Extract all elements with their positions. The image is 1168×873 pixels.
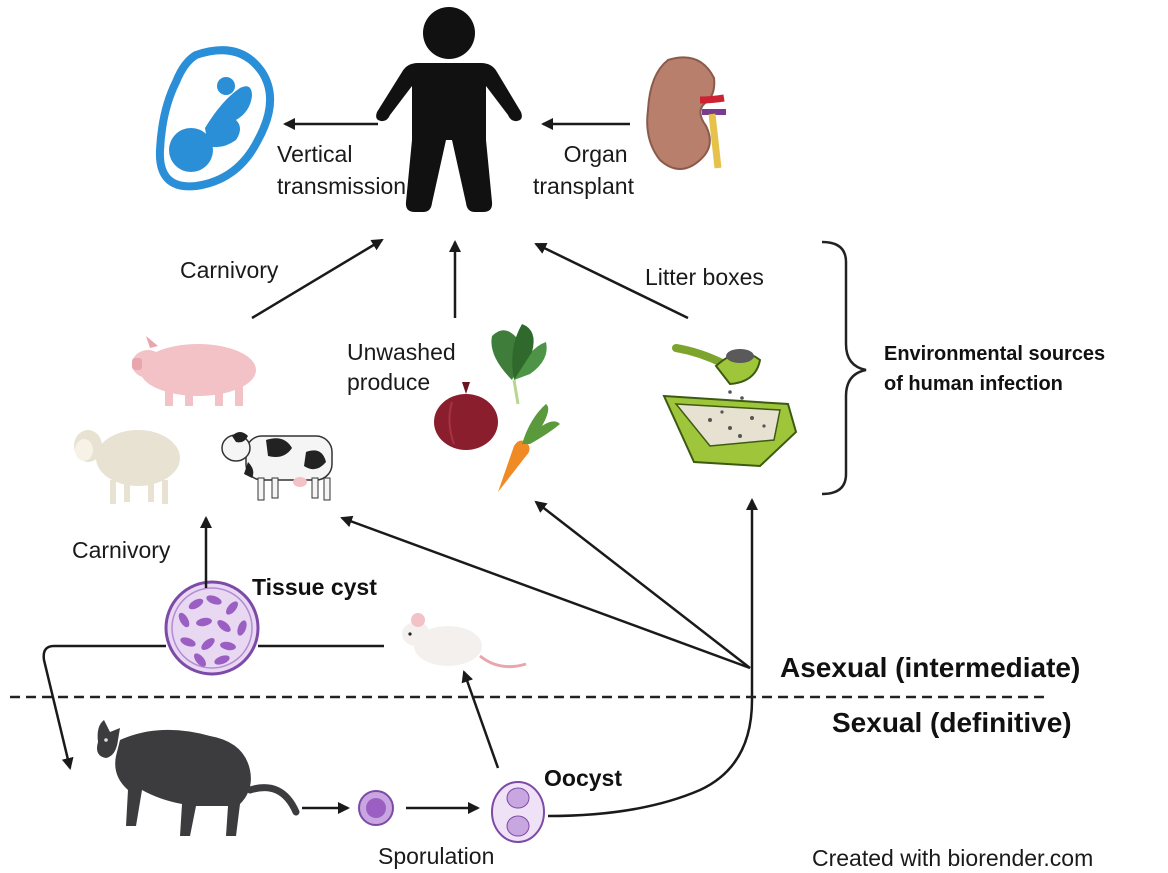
sheep-icon: [74, 430, 180, 504]
sporulation-label: Sporulation: [378, 843, 494, 869]
litter-boxes-label: Litter boxes: [645, 264, 764, 290]
unwashed-produce-label: Unwashed produce: [347, 339, 462, 395]
oocyst-label: Oocyst: [544, 765, 622, 791]
carnivory-bottom-label: Carnivory: [72, 537, 171, 563]
tissue-cyst-icon: [166, 582, 258, 674]
pig-icon: [132, 336, 256, 406]
fetus-icon: [160, 50, 270, 186]
onion-icon: [434, 382, 498, 450]
kidney-icon: [647, 57, 726, 169]
organ-transplant-label: Organ transplant: [533, 141, 635, 199]
cat-icon: [97, 720, 296, 836]
litter-box-icon: [664, 396, 796, 466]
sporulated-oocyst-icon: [492, 782, 544, 842]
spinach-icon: [491, 324, 546, 404]
environmental-sources-label: Environmental sources of human infection: [884, 343, 1111, 395]
mouse-icon: [402, 613, 526, 667]
litter-scoop-icon: [676, 348, 760, 400]
carnivory-top-label: Carnivory: [180, 257, 279, 283]
carrot-icon: [498, 404, 560, 492]
environmental-brace: [822, 242, 866, 494]
biorender-credit: Created with biorender.com: [812, 845, 1093, 871]
vertical-transmission-label: Vertical transmission: [277, 141, 406, 199]
asexual-stage-label: Asexual (intermediate): [780, 652, 1080, 683]
unsporulated-oocyst-icon: [359, 791, 393, 825]
tissue-cyst-label: Tissue cyst: [252, 574, 377, 600]
sexual-stage-label: Sexual (definitive): [832, 707, 1072, 738]
cow-icon: [222, 432, 332, 500]
